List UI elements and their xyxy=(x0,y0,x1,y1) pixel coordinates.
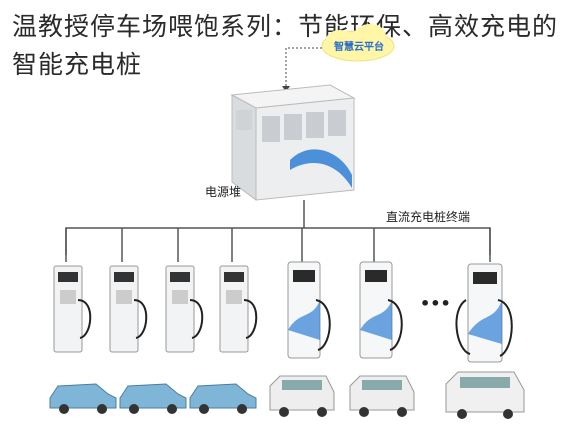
charger-unit xyxy=(53,265,92,353)
power-stack-label: 电源堆 xyxy=(205,185,242,199)
dc-charger-unit xyxy=(287,261,331,359)
sedan-icon xyxy=(119,383,187,414)
dc-charger-unit xyxy=(455,263,513,363)
charger-unit xyxy=(165,265,204,353)
sedan-icon xyxy=(49,383,117,414)
page-title: 温教授停车场喂饱系列：节能环保、高效充电的智能充电桩 xyxy=(12,12,559,79)
power-cabinet xyxy=(230,84,356,201)
distribution-line xyxy=(65,227,491,255)
cloud-icon xyxy=(321,24,395,62)
charger-unit xyxy=(109,265,148,353)
dc-terminal-label: 直流充电桩终端 xyxy=(386,210,471,224)
sedan-icon xyxy=(189,383,257,414)
van-icon xyxy=(269,375,335,417)
cloud-link-line xyxy=(285,47,322,88)
charger-unit xyxy=(219,265,258,353)
dc-charger-unit xyxy=(359,261,403,359)
branch-lines xyxy=(65,228,491,262)
more-ellipsis: ••• xyxy=(420,294,451,313)
van-icon xyxy=(349,375,415,417)
cloud-platform-label: 智慧云平台 xyxy=(334,42,384,53)
van-icon xyxy=(445,371,525,419)
